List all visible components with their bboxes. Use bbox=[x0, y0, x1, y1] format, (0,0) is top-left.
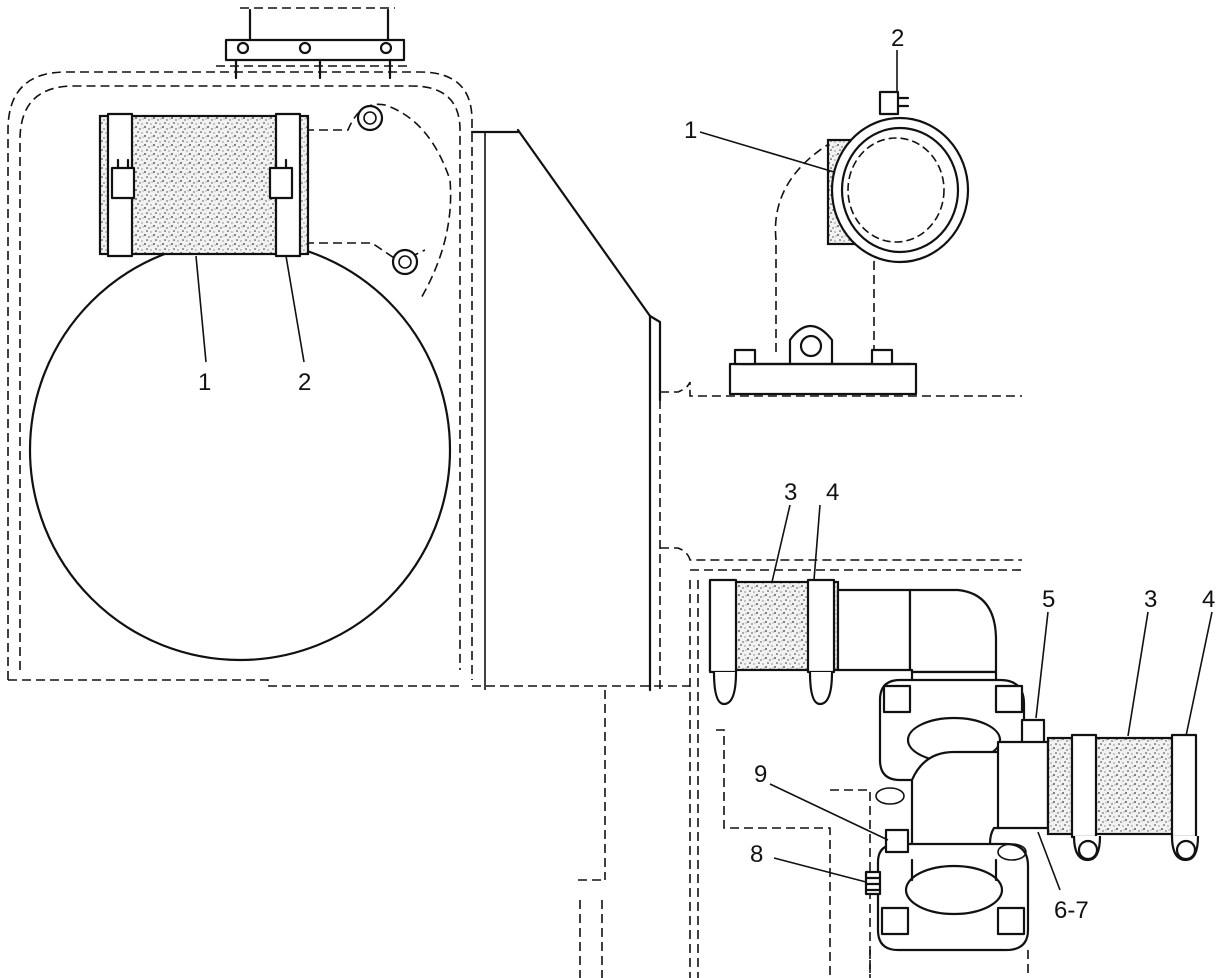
callout-left-clamp: 2 bbox=[298, 369, 311, 396]
callout-hose-right: 3 bbox=[1144, 586, 1157, 613]
callout-part-6-7: 6-7 bbox=[1054, 897, 1089, 924]
callout-labels: 1 2 2 1 3 4 5 3 4 9 8 6-7 bbox=[198, 25, 1215, 924]
pedestal bbox=[728, 90, 970, 396]
frame-structure bbox=[470, 128, 1022, 978]
tank-housing bbox=[7, 7, 473, 687]
callout-clamp-right: 4 bbox=[1202, 586, 1215, 613]
callout-top-hose: 1 bbox=[684, 117, 697, 144]
callout-hose-upper: 3 bbox=[784, 479, 797, 506]
callout-part-5: 5 bbox=[1042, 586, 1055, 613]
hose-left bbox=[98, 112, 310, 258]
callout-part-9: 9 bbox=[754, 761, 767, 788]
callout-clamp-upper: 4 bbox=[826, 479, 839, 506]
piping-assembly bbox=[708, 578, 1200, 978]
callout-left-hose: 1 bbox=[198, 369, 211, 396]
leader-lines bbox=[195, 50, 1213, 891]
callout-top-clamp: 2 bbox=[891, 25, 904, 52]
callout-part-8: 8 bbox=[750, 841, 763, 868]
